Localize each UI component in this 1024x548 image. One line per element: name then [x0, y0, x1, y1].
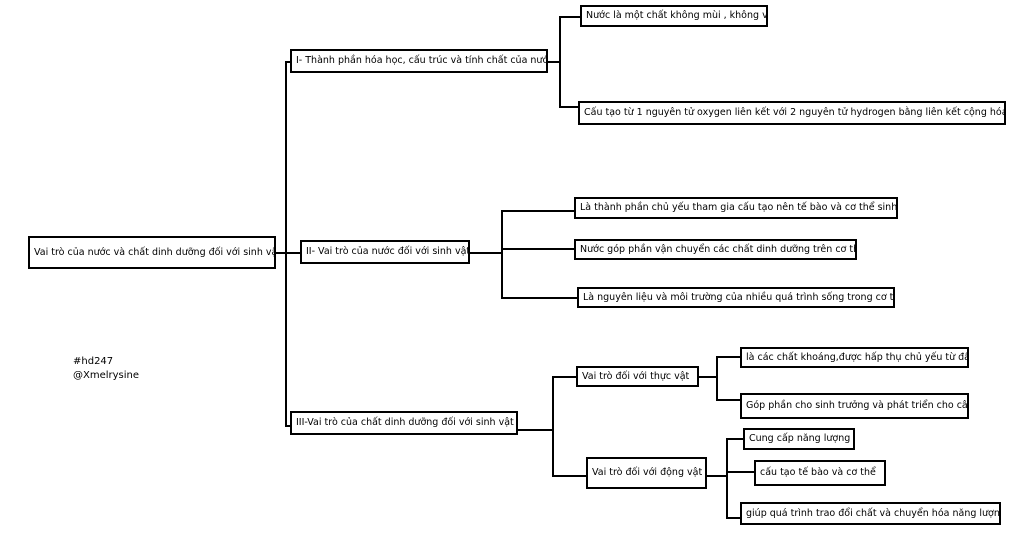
animal-child-1: Cung cấp năng lượng — [743, 428, 855, 450]
plant-child-2: Góp phần cho sinh trưởng và phát triển c… — [740, 393, 969, 419]
root-node: Vai trò của nước và chất dinh dưỡng đối … — [28, 236, 276, 269]
branch-2-node: II- Vai trò của nước đối với sinh vật — [300, 240, 470, 264]
animal-child-3: giúp quá trình trao đổi chất và chuyển h… — [740, 502, 1001, 525]
watermark-tag: #hd247 — [73, 356, 114, 367]
branch-3-node: III-Vai trò của chất dinh dưỡng đối với … — [290, 411, 518, 435]
branch-1-child-1: Nước là một chất không mùi , không vị — [580, 5, 768, 27]
branch-1-child-2: Cấu tạo từ 1 nguyên tử oxygen liên kết v… — [578, 101, 1006, 125]
animal-child-2: cấu tạo tế bào và cơ thể — [754, 460, 886, 486]
branch-1-node: I- Thành phần hóa học, cấu trúc và tính … — [290, 49, 548, 73]
branch-2-child-1: Là thành phần chủ yếu tham gia cấu tạo n… — [574, 197, 898, 219]
branch-2-child-2: Nước góp phần vận chuyển các chất dinh d… — [574, 239, 857, 260]
branch-2-child-3: Là nguyên liệu và môi trường của nhiều q… — [577, 287, 895, 308]
branch-3-sub-2-node: Vai trò đối với động vật — [586, 457, 707, 489]
plant-child-1: là các chất khoáng,được hấp thụ chủ yếu … — [740, 347, 969, 368]
watermark-handle: @Xmelrysine — [73, 370, 140, 381]
branch-3-sub-1-node: Vai trò đối với thực vật — [576, 366, 699, 387]
